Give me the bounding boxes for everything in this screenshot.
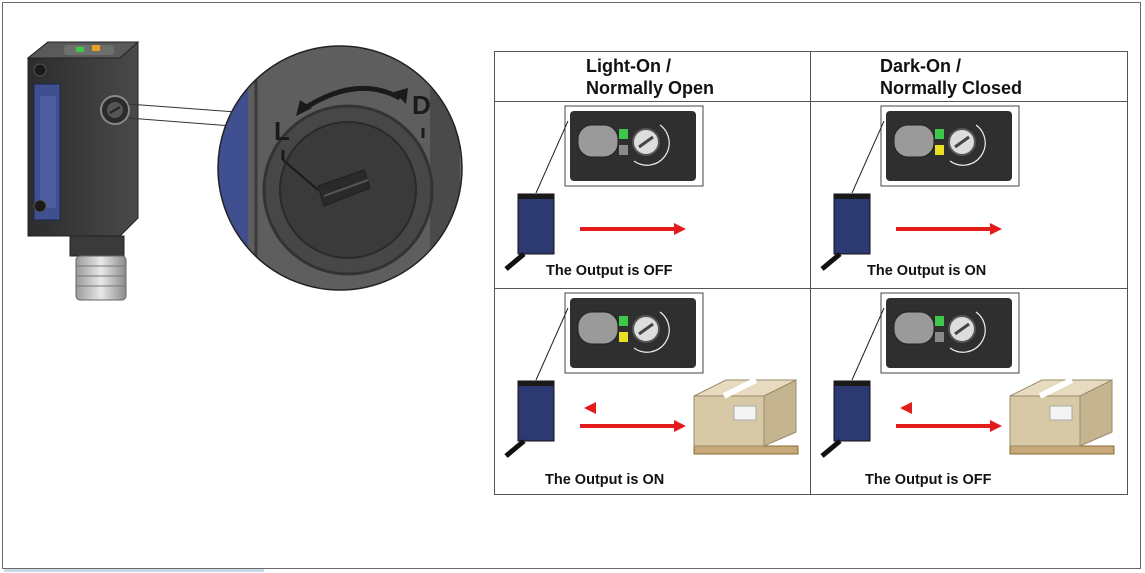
output-status-dark-on-clear: The Output is ON — [867, 263, 987, 279]
sensor-cable — [820, 252, 842, 271]
output-led-icon — [935, 145, 944, 155]
output-led-icon — [619, 332, 628, 342]
shipping-label-icon — [733, 405, 757, 421]
mode-table — [494, 51, 1128, 495]
sensor-cable — [820, 439, 842, 458]
sensor-cable — [504, 439, 526, 458]
sensor-icon — [833, 193, 871, 255]
sensor-icon — [517, 380, 555, 442]
header-line-2: Normally Open — [586, 78, 715, 98]
sensor-icon — [517, 193, 555, 255]
emit-arrowhead — [674, 420, 686, 432]
output-led-icon — [935, 332, 944, 342]
mode-cell — [504, 105, 704, 271]
power-led-icon — [935, 129, 944, 139]
row-divider — [494, 288, 1128, 289]
box-icon — [1009, 395, 1081, 447]
dark-on-label: D — [412, 90, 431, 120]
sensor-icon — [833, 380, 871, 442]
emit-arrowhead — [674, 223, 686, 235]
pallet-icon — [1009, 445, 1115, 455]
header-line-1: Dark-On / — [880, 56, 962, 76]
lens-window — [577, 124, 619, 158]
output-status-light-on-clear: The Output is OFF — [546, 263, 673, 279]
pallet-icon — [693, 445, 799, 455]
power-led-icon — [619, 316, 628, 326]
shipping-label-icon — [1049, 405, 1073, 421]
lens-window — [893, 311, 935, 345]
header-line-2: Normally Closed — [880, 78, 1023, 98]
output-status-dark-on-blocked: The Output is OFF — [865, 472, 992, 488]
column-header-light-on: Light-On / Normally Open — [586, 55, 714, 99]
header-divider — [494, 101, 1128, 102]
header-line-1: Light-On / — [586, 56, 671, 76]
mode-cell — [820, 105, 1020, 271]
light-on-label: L — [274, 116, 290, 146]
bottom-accent-bar — [4, 569, 264, 572]
lens-window — [577, 311, 619, 345]
power-led-icon — [935, 316, 944, 326]
output-led-icon — [619, 145, 628, 155]
column-divider — [810, 51, 811, 495]
column-header-dark-on: Dark-On / Normally Closed — [880, 55, 1022, 99]
sensor-body — [26, 41, 140, 301]
power-led-icon — [619, 129, 628, 139]
mode-cell — [504, 292, 799, 458]
mode-cell — [820, 292, 1115, 458]
box-icon — [693, 395, 765, 447]
emit-arrowhead — [990, 420, 1002, 432]
emit-arrowhead — [990, 223, 1002, 235]
output-status-light-on-blocked: The Output is ON — [545, 472, 665, 488]
lens-window — [893, 124, 935, 158]
reflect-arrowhead — [900, 402, 912, 414]
sensor-cable — [504, 252, 526, 271]
reflect-arrowhead — [584, 402, 596, 414]
